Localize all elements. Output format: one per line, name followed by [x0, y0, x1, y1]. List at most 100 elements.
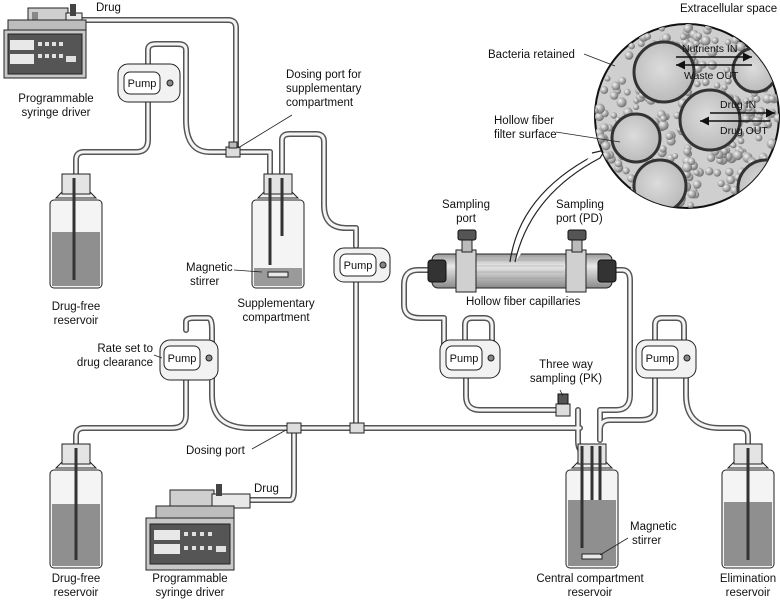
bacterium	[755, 134, 763, 142]
zoom-arrow	[509, 149, 606, 263]
bacterium	[765, 120, 772, 127]
bacterium	[724, 38, 732, 46]
bacterium	[618, 76, 627, 85]
three-way-label-1: Three way	[539, 359, 593, 371]
hollow-capillaries-label: Hollow fiber capillaries	[466, 296, 581, 308]
sampling-pd-label-2: port (PD)	[556, 213, 603, 225]
syringe-driver-top	[3, 4, 87, 79]
three-way-valve	[555, 393, 571, 417]
bacterium	[633, 104, 640, 111]
supplementary-label-2: compartment	[242, 312, 310, 324]
magnetic-central-label-2: stirrer	[632, 535, 662, 547]
pump-label: Pump	[450, 353, 479, 365]
bacterium	[604, 75, 611, 82]
bacterium	[713, 82, 721, 89]
bacterium	[726, 175, 736, 185]
central-compartment-reservoir	[565, 443, 619, 569]
bacterium	[595, 107, 599, 114]
bacterium	[695, 32, 703, 40]
elimination-reservoir	[721, 443, 775, 569]
bacterium	[661, 33, 671, 43]
drug-label-top: Drug	[96, 2, 121, 14]
drug-free-reservoir-top	[49, 173, 103, 289]
bacterium	[692, 180, 702, 189]
bacterium	[659, 145, 667, 153]
bacterium	[728, 42, 739, 53]
extracellular-label: Extracellular space	[680, 3, 777, 15]
bacterium	[672, 153, 679, 159]
bacterium	[644, 33, 652, 40]
bacterium	[758, 108, 765, 115]
bacterium	[730, 141, 737, 149]
rate-set-label-1: Rate set to	[97, 343, 153, 355]
bacterium	[746, 105, 753, 112]
sampling-pd-label-1: Sampling	[556, 199, 604, 211]
bacterium	[609, 91, 619, 100]
bacterium	[601, 141, 611, 151]
bacterium	[622, 167, 630, 175]
bacterium	[693, 169, 700, 176]
bacterium	[705, 167, 714, 176]
bacterium	[742, 97, 750, 105]
pump-clearance: Pump	[159, 339, 219, 381]
drug-free-bottom-label-1: Drug-free	[52, 573, 101, 585]
supplementary-label-1: Supplementary	[237, 298, 315, 310]
bacterium	[736, 42, 746, 52]
syringe-driver-top-label-2: syringe driver	[21, 107, 90, 119]
bacterium	[623, 88, 631, 96]
pump-label: Pump	[344, 260, 373, 272]
bacterium	[707, 46, 718, 58]
bacterium	[711, 37, 719, 44]
drug-label-bottom: Drug	[254, 483, 279, 495]
bacterium	[692, 39, 700, 47]
hollow-surface-label-2: filter surface	[494, 129, 557, 141]
bacterium	[722, 183, 731, 193]
bacterium	[732, 150, 743, 161]
waste-out-label: Waste OUT	[684, 70, 739, 82]
bacterium	[616, 97, 627, 108]
dosing-port-label: Dosing port	[186, 445, 246, 457]
nutrients-in-label: Nutrients IN	[682, 43, 737, 55]
syringe-driver-top-label-1: Programmable	[18, 93, 93, 105]
elimination-label-2: reservoir	[726, 587, 771, 599]
bacterium	[694, 80, 701, 88]
elimination-label-1: Elimination	[720, 573, 776, 585]
bacterium	[754, 125, 761, 132]
bacterium	[753, 95, 761, 103]
bacterium	[624, 51, 634, 60]
bacterium	[682, 162, 693, 173]
syringe-driver-bottom	[145, 484, 251, 571]
bacterium	[706, 153, 716, 162]
bacterium	[596, 133, 606, 143]
bacterium	[700, 35, 711, 46]
pump-hollow-fiber: Pump	[439, 339, 501, 379]
drug-free-reservoir-bottom	[49, 443, 103, 569]
magnetic-supp-label-2: stirrer	[190, 276, 220, 288]
dosing-supp-label-3: compartment	[286, 97, 354, 109]
bacterium	[725, 167, 734, 177]
drug-free-top-label-2: reservoir	[54, 315, 99, 327]
drug-out-label: Drug OUT	[720, 125, 768, 137]
dosing-supp-label-1: Dosing port for	[286, 69, 362, 81]
bacterium	[679, 33, 687, 41]
central-label-1: Central compartment	[536, 573, 644, 585]
bacterium	[660, 115, 667, 122]
bacterium	[724, 77, 732, 85]
pump-label: Pump	[646, 353, 675, 365]
bacterium	[713, 168, 722, 177]
syringe-driver-bottom-label-2: syringe driver	[155, 587, 224, 599]
bacterium	[768, 95, 776, 103]
syringe-driver-bottom-label-1: Programmable	[152, 573, 227, 585]
magnetic-supp-label-1: Magnetic	[186, 262, 233, 274]
bacterium	[628, 42, 635, 50]
supplementary-compartment	[251, 173, 305, 289]
leader-lines	[153, 53, 629, 556]
bacterium	[737, 137, 745, 145]
bacterium	[610, 112, 618, 119]
magnetic-central-label-1: Magnetic	[630, 521, 677, 533]
bacterium	[614, 159, 623, 168]
bacterium	[702, 78, 710, 86]
drug-free-top-label-1: Drug-free	[52, 301, 101, 313]
pump-top-left: Pump	[117, 63, 181, 103]
bacterium	[742, 114, 751, 124]
